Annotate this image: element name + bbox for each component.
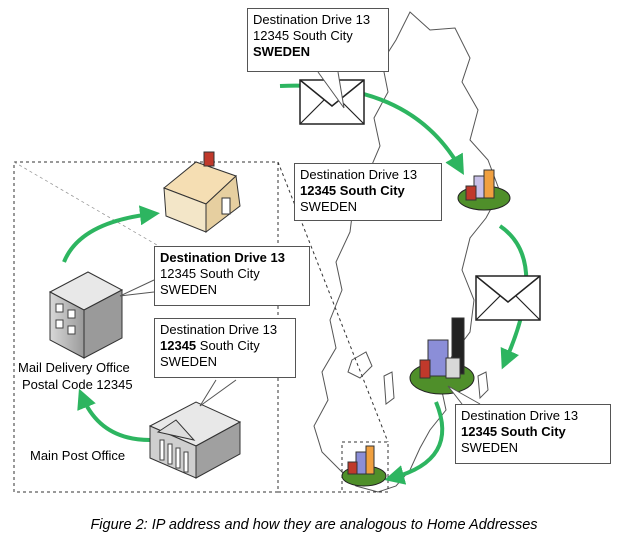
city-icon (409, 317, 475, 395)
arrow-5 (62, 205, 160, 263)
address-box-house: Destination Drive 13 12345 South City SW… (154, 246, 310, 306)
arrow-3 (384, 401, 445, 485)
callout-tail-top (317, 71, 345, 109)
callout-tail-house (119, 279, 155, 297)
callout-tail-bottom (447, 385, 481, 405)
address-box-top: Destination Drive 13 12345 South City SW… (247, 8, 389, 72)
office-building-icon (48, 271, 124, 359)
address-box-delivery: Destination Drive 13 12345 South City SW… (154, 318, 296, 378)
address-box-bottom-right: Destination Drive 13 12345 South City SW… (455, 404, 611, 464)
island-gotland (477, 371, 489, 400)
callout-tail-delivery (199, 379, 237, 407)
lake-vattern (383, 371, 395, 405)
city-icon (457, 169, 511, 211)
main-post-office-label: Main Post Office (30, 448, 126, 463)
figure-caption: Figure 2: IP address and how they are an… (90, 517, 538, 533)
arrow-4 (77, 388, 151, 442)
post-office-icon (148, 401, 242, 479)
envelope-icon (475, 275, 541, 321)
address-box-middle-right: Destination Drive 13 12345 South City SW… (294, 163, 442, 221)
lake-vanern (347, 351, 373, 379)
postal-code-label: Postal Code 12345 (22, 377, 133, 392)
city-icon (341, 445, 387, 487)
house-icon (163, 151, 241, 234)
mail-delivery-office-label: Mail Delivery Office (18, 360, 130, 375)
